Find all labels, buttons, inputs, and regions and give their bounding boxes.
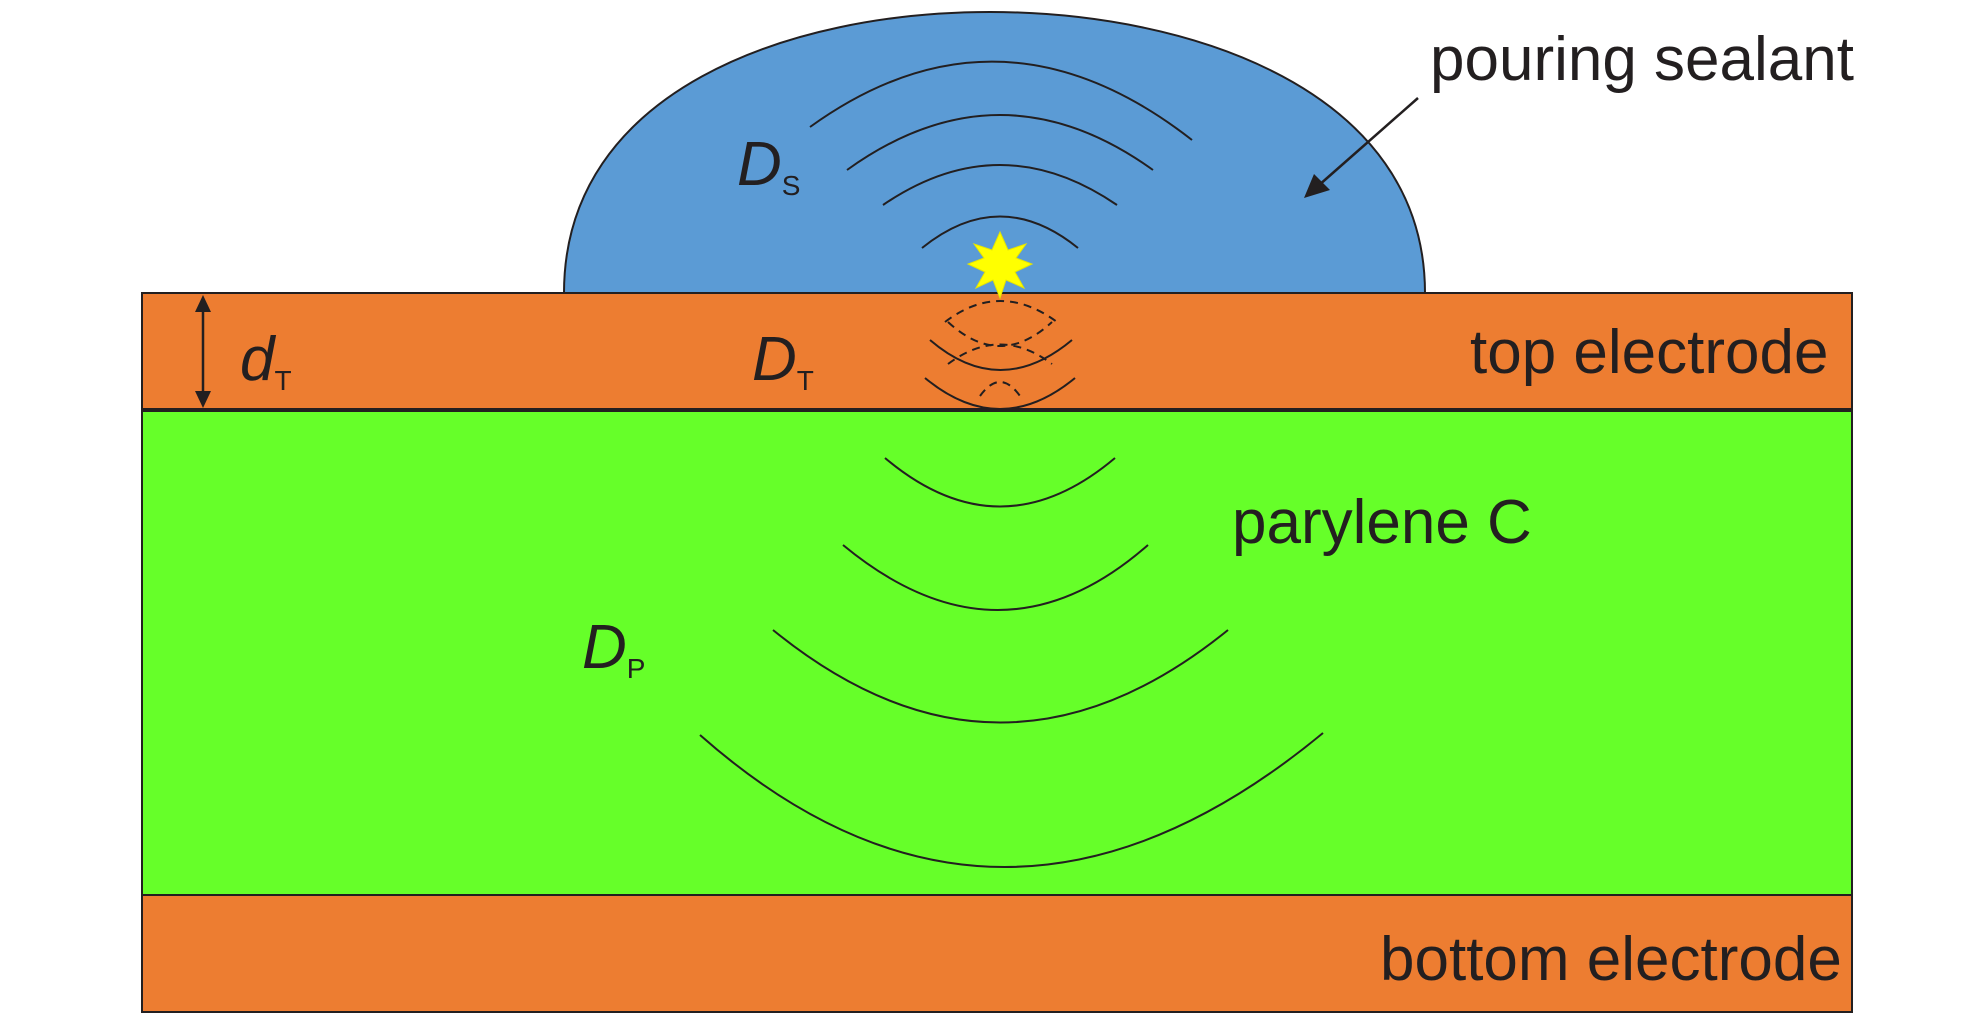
- electrode-wave-dashed-3: [947, 343, 1053, 365]
- bottom-electrode-label: bottom electrode: [1380, 925, 1842, 994]
- electrode-wave-dashed-1: [944, 300, 1058, 323]
- sealant-wave-3: [846, 114, 1154, 171]
- spark-icon: [966, 230, 1034, 300]
- symbol-thickness: dT: [240, 325, 292, 396]
- sealant-pointer-arrowhead: [1304, 174, 1330, 198]
- top-electrode-layer: [141, 292, 1853, 411]
- sealant-label: pouring sealant: [1430, 25, 1854, 94]
- parylene-label: parylene C: [1232, 488, 1532, 557]
- electrode-waves: [924, 300, 1076, 410]
- parylene-waves: [699, 457, 1324, 868]
- symbol-dp: DP: [582, 613, 645, 684]
- electrode-wave-solid-1: [929, 339, 1073, 371]
- symbol-dt: DT: [752, 325, 814, 396]
- sealant-waves: [809, 60, 1193, 249]
- electrode-wave-dashed-2: [947, 321, 1053, 347]
- sealant-dome: [562, 10, 1427, 294]
- parylene-wave-1: [884, 457, 1116, 508]
- electrode-wave-dashed-4: [979, 381, 1021, 397]
- thickness-arrow-top: [195, 295, 211, 312]
- parylene-wave-4: [699, 732, 1324, 868]
- thickness-arrow-bottom: [195, 391, 211, 408]
- symbol-ds: DS: [737, 130, 800, 201]
- parylene-wave-3: [772, 629, 1229, 724]
- symbol-dt-sub: T: [797, 365, 814, 396]
- symbol-thickness-sub: T: [274, 365, 291, 396]
- top-electrode-label: top electrode: [1470, 318, 1828, 387]
- symbol-ds-main: D: [737, 130, 782, 199]
- parylene-wave-2: [842, 544, 1149, 611]
- bottom-electrode-layer: [141, 894, 1853, 1013]
- sealant-wave-2: [882, 164, 1118, 206]
- symbol-thickness-main: d: [240, 325, 277, 394]
- symbol-ds-sub: S: [782, 170, 801, 201]
- parylene-layer: [141, 409, 1853, 896]
- sealant-wave-4: [809, 60, 1193, 141]
- symbol-dt-main: D: [752, 325, 797, 394]
- symbol-dp-sub: P: [627, 653, 646, 684]
- symbol-dp-main: D: [582, 613, 627, 682]
- sealant-wave-1: [921, 215, 1079, 249]
- sealant-pointer-line: [1317, 97, 1419, 187]
- electrode-wave-solid-2: [924, 377, 1076, 410]
